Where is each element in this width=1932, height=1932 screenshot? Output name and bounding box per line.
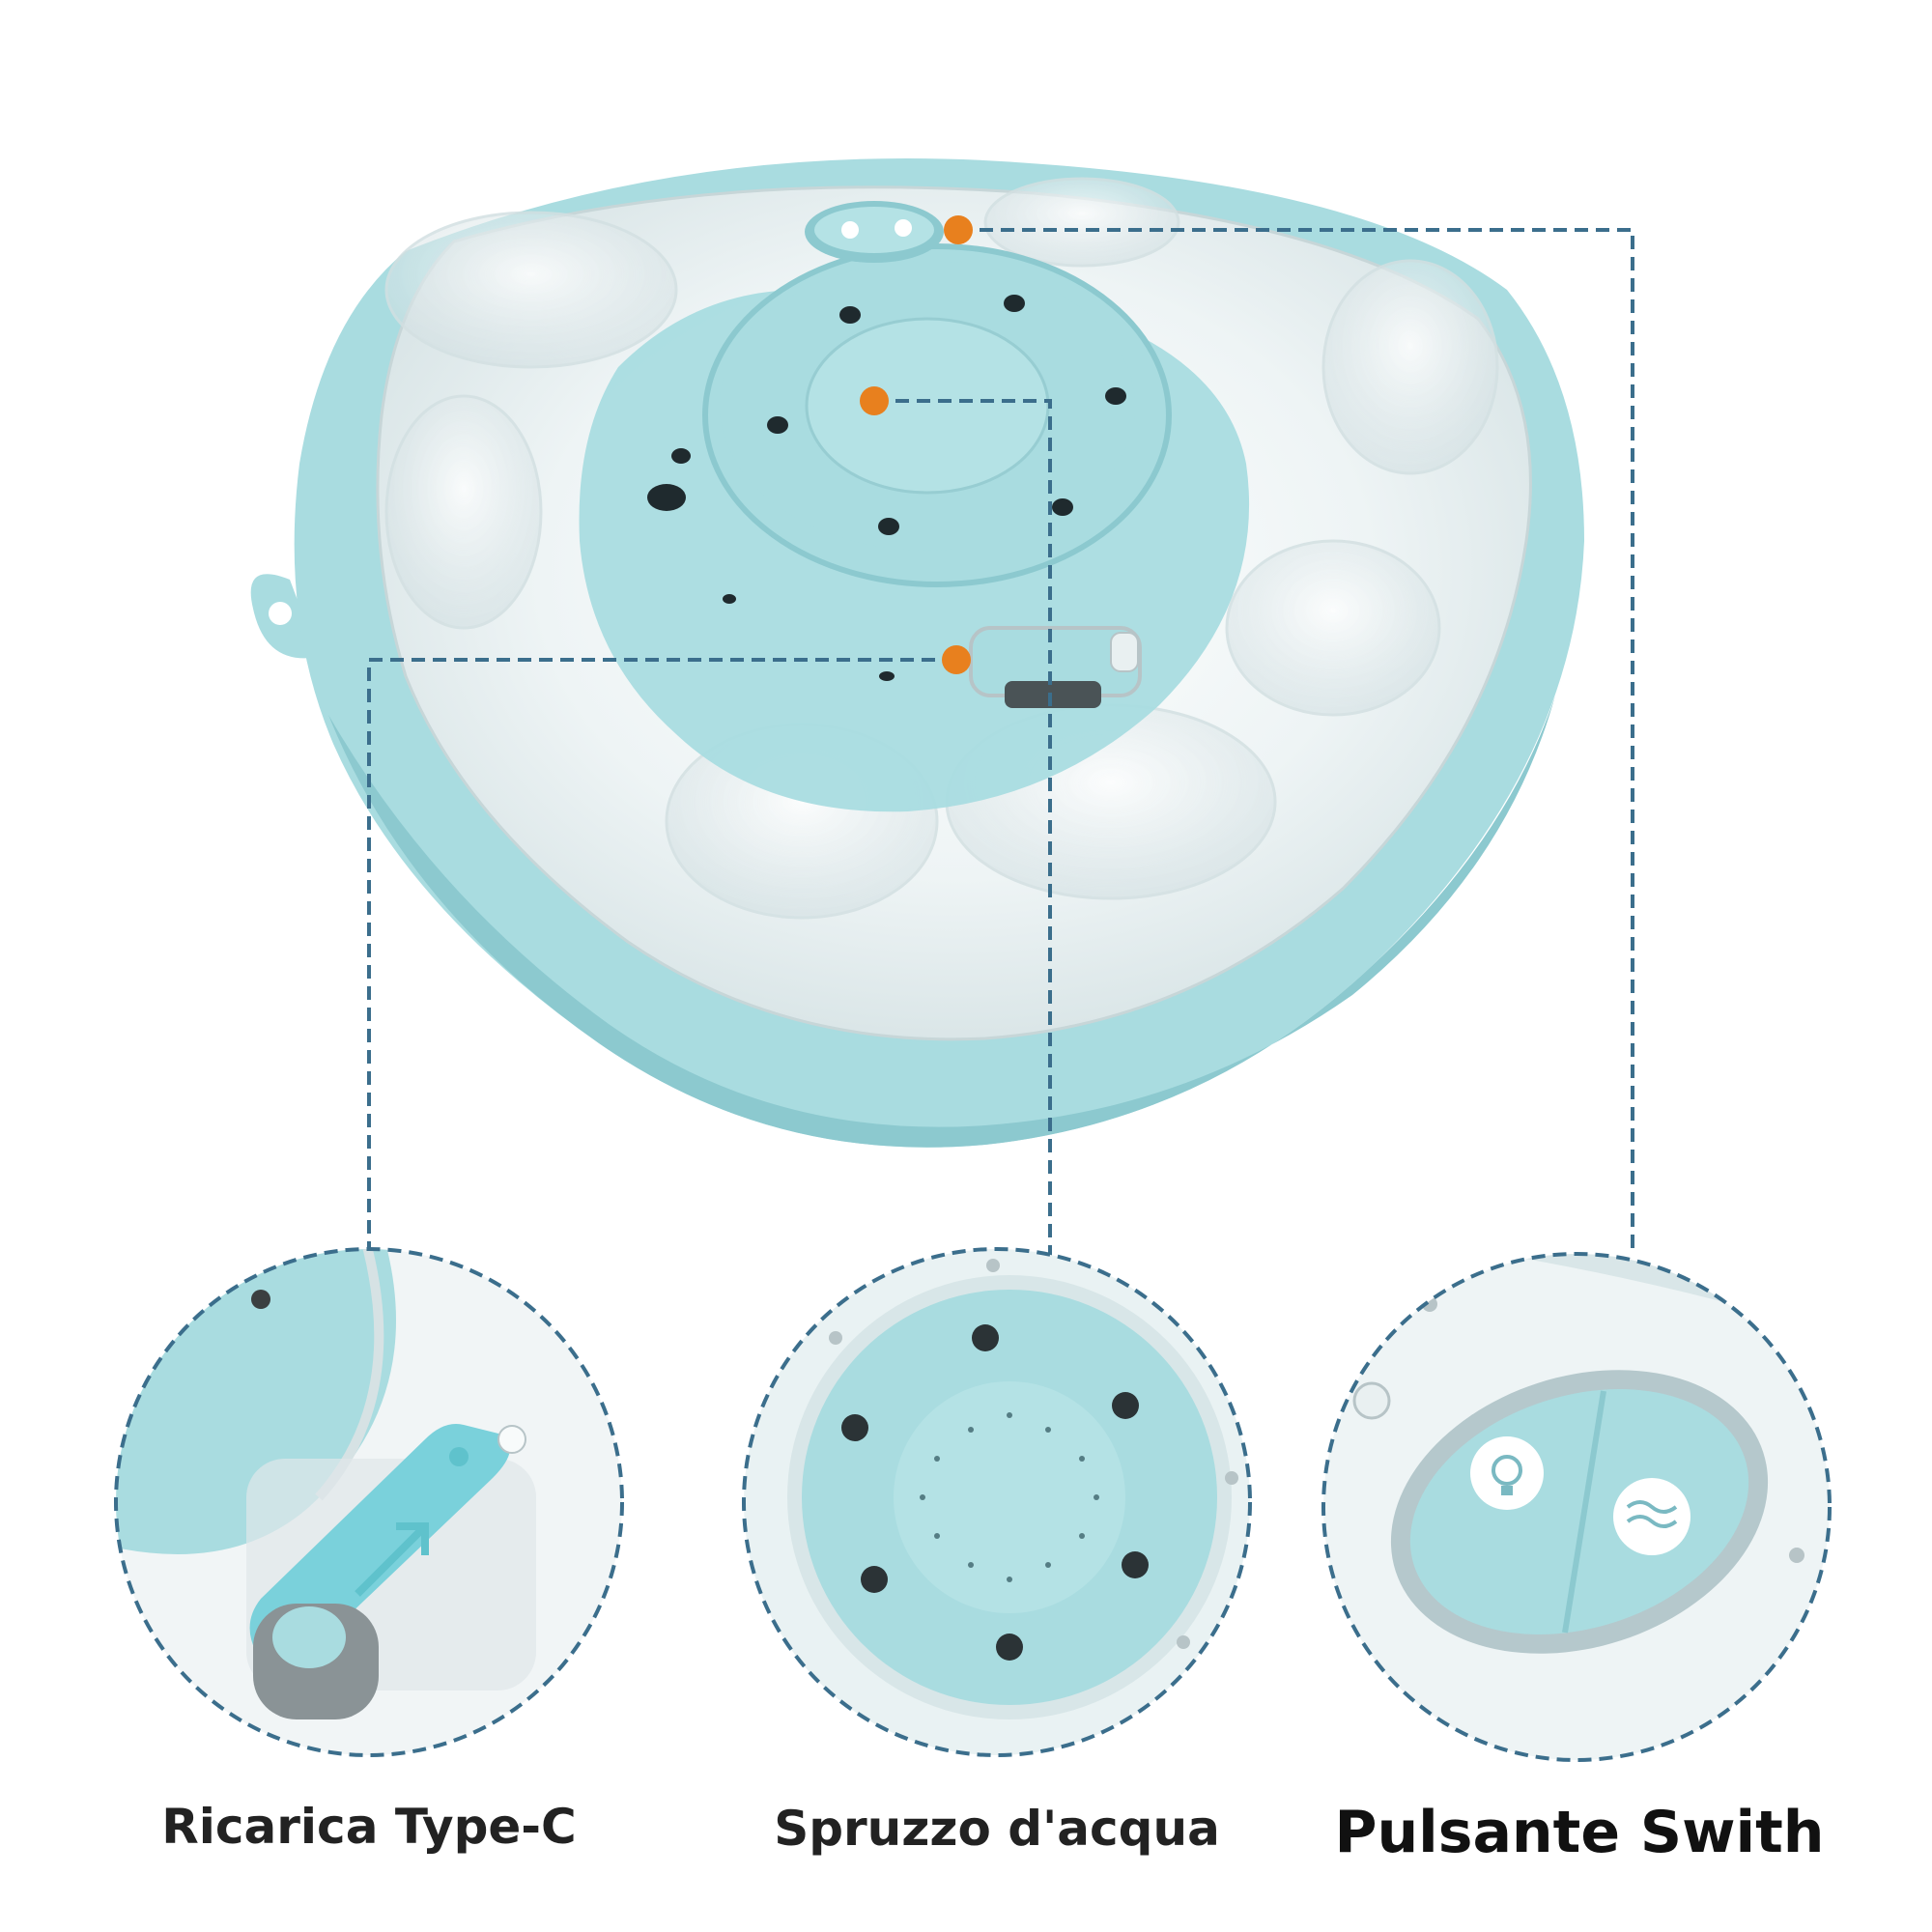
device-charging-port: [969, 626, 1142, 708]
floating-device: [250, 158, 1585, 1148]
water-spray-icon: [920, 1412, 1099, 1582]
water-wave-icon: [1613, 1478, 1690, 1555]
connector-lines: [367, 228, 1634, 1256]
speaker-holes: [647, 448, 895, 681]
callout-markers: [860, 215, 973, 674]
connector-spray: [874, 399, 1052, 1256]
label-spray: Spruzzo d'acqua: [774, 1801, 1220, 1857]
usb-icon: [249, 1424, 510, 1719]
marker-switch: [944, 215, 973, 244]
detail-circle-switch: [1321, 1252, 1832, 1762]
hanging-loop: [250, 574, 319, 659]
light-bulb-icon: [1470, 1436, 1544, 1510]
detail-circle-charging: [114, 1247, 624, 1757]
device-switch: [805, 201, 944, 263]
spray-head: [702, 243, 1172, 587]
label-switch: Pulsante Swith: [1334, 1799, 1825, 1866]
marker-charging: [942, 645, 971, 674]
connector-switch: [958, 228, 1634, 1256]
detail-circle-spray: [742, 1247, 1252, 1757]
marker-spray: [860, 386, 889, 415]
label-charging: Ricarica Type-C: [161, 1799, 577, 1855]
connector-charging: [367, 658, 956, 1256]
